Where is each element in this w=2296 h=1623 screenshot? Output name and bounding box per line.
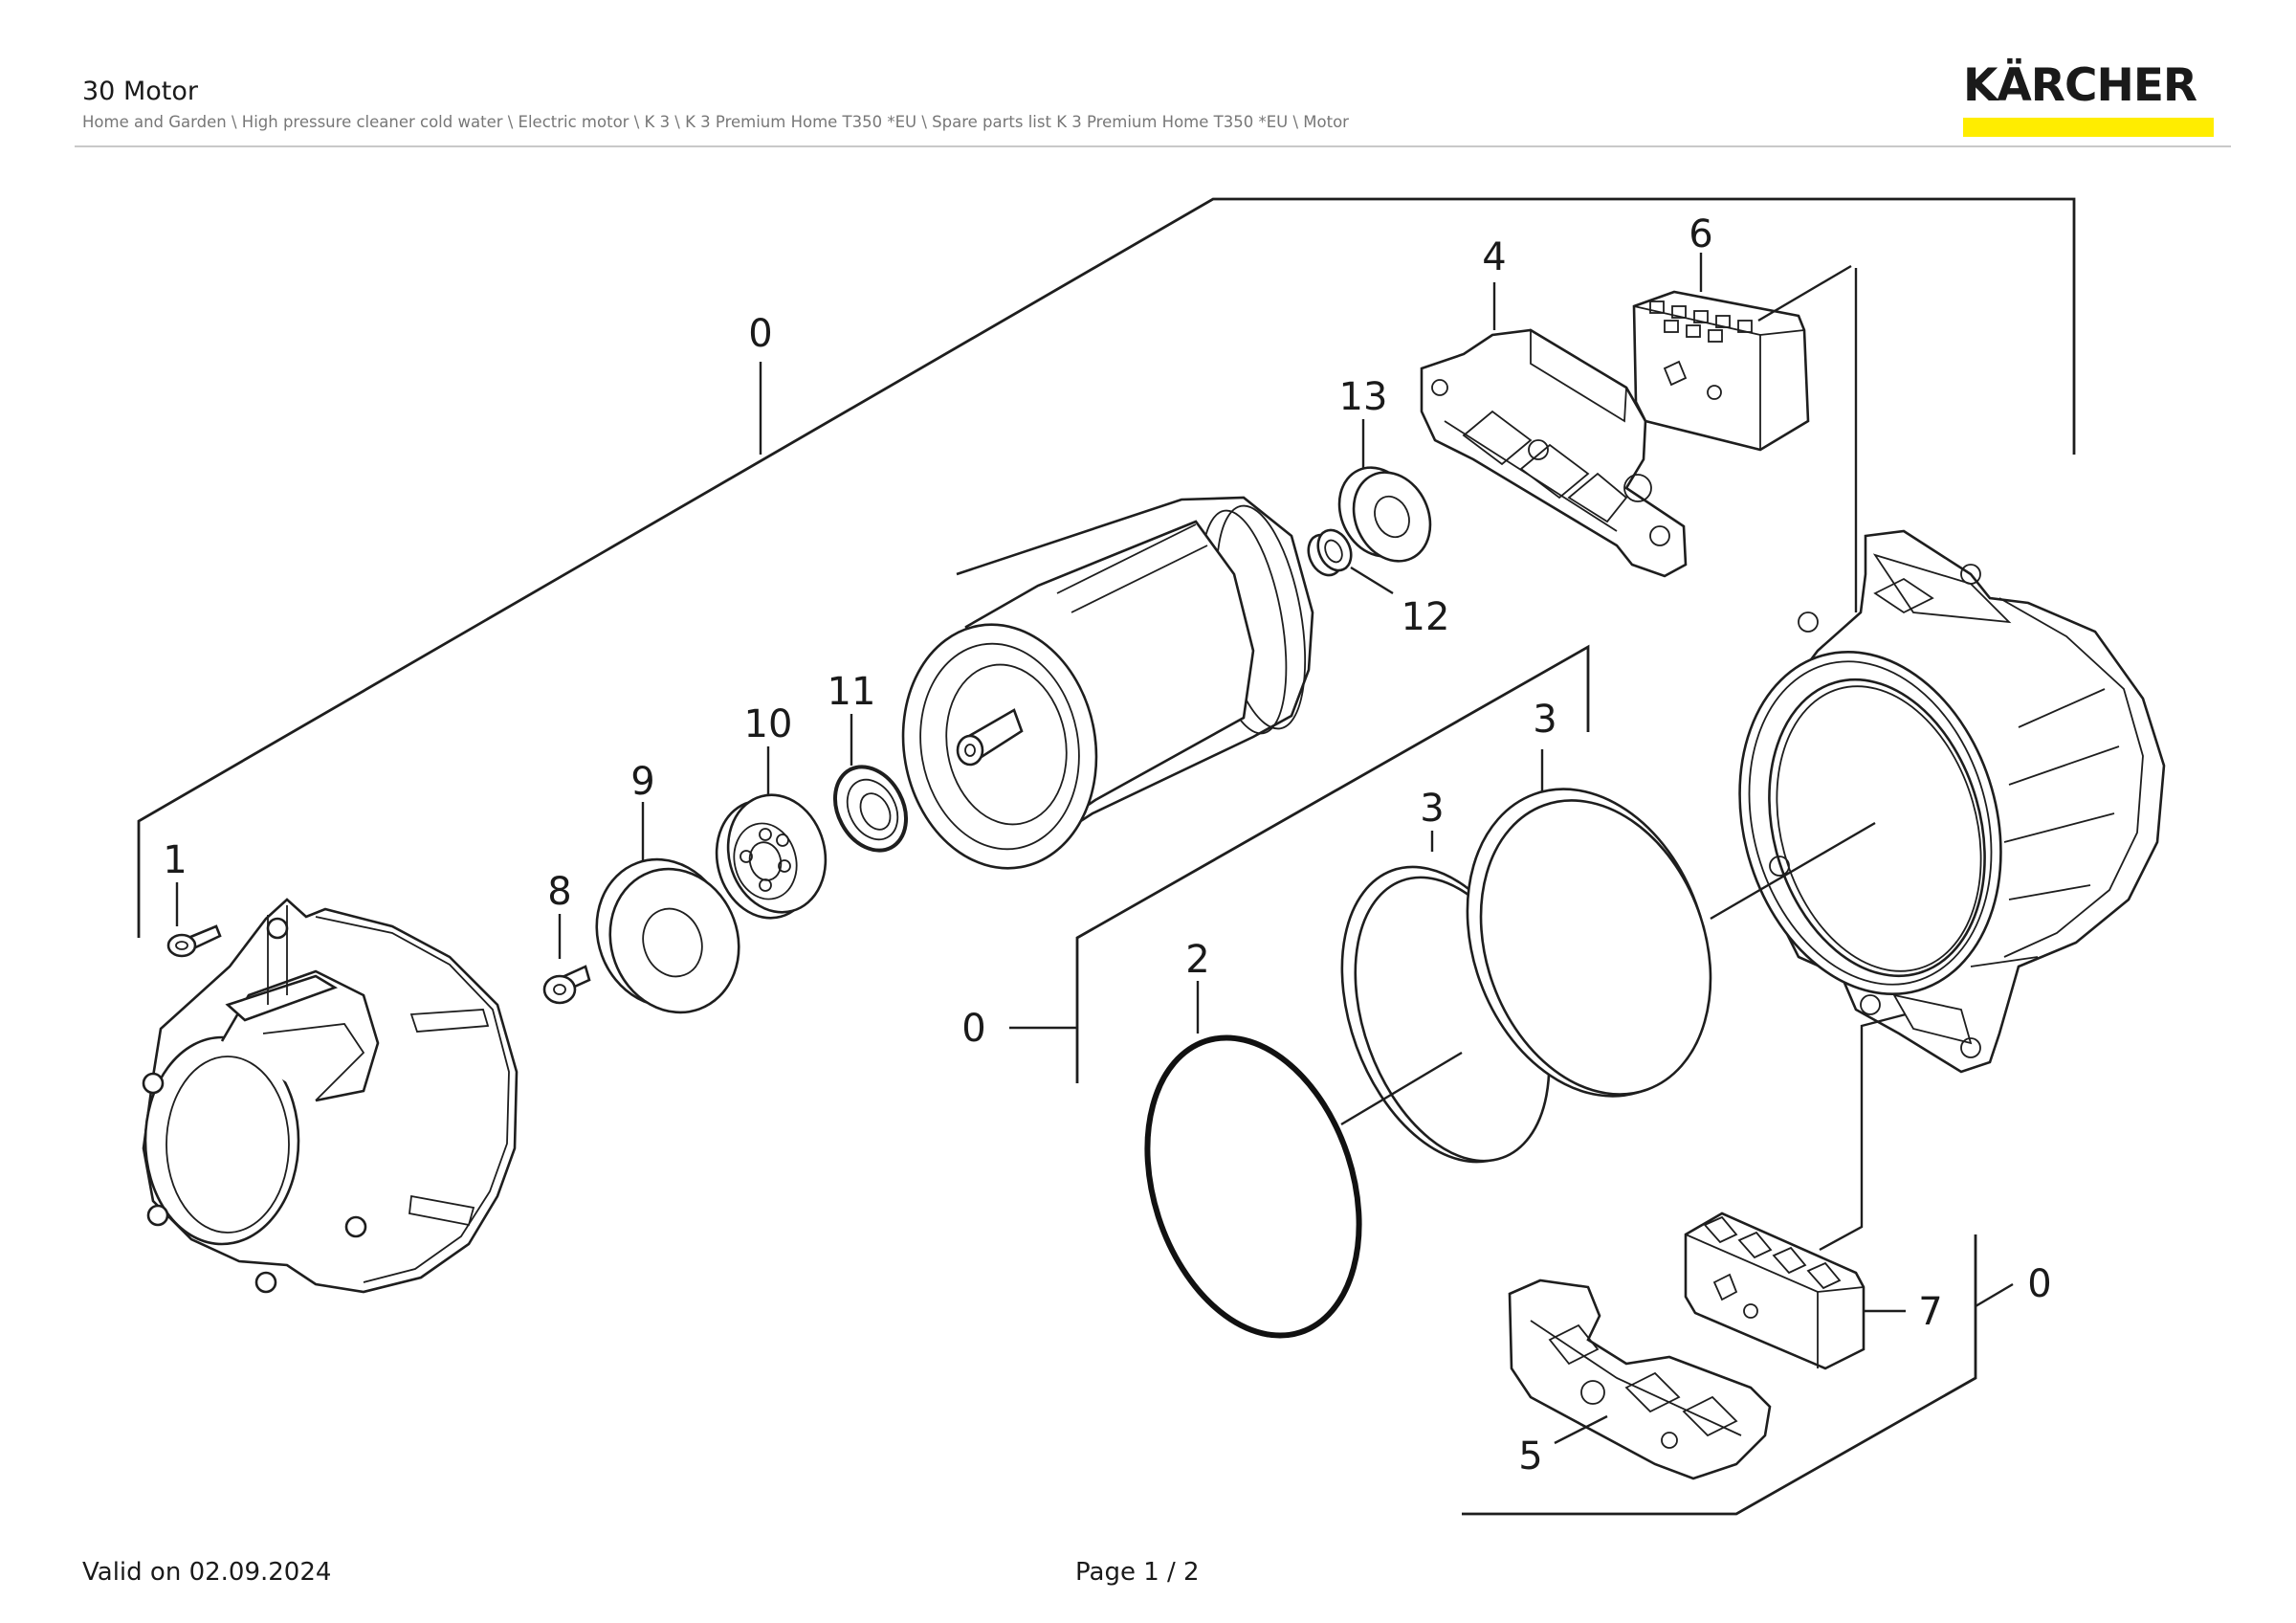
end-shield-part [142,898,519,1294]
part-4-brush-plate [1420,282,1688,578]
label-part-8: 8 [547,870,571,914]
label-part-7: 7 [1918,1290,1942,1334]
header-divider [75,145,2231,147]
label-part-5: 5 [1518,1434,1542,1478]
label-part-9: 9 [630,760,654,804]
part-10-ball-bearing [715,746,828,920]
label-part-0-middle: 0 [961,1007,985,1051]
label-part-6: 6 [1689,212,1712,256]
label-part-11: 11 [828,670,876,714]
part-11-seal-ring [833,714,908,853]
breadcrumb: Home and Garden \ High pressure cleaner … [82,113,1349,131]
page-number: Page 1 / 2 [1075,1558,1200,1587]
label-part-10: 10 [744,702,793,746]
part-7-brush-block [1684,1212,1906,1370]
label-part-0-right: 0 [2027,1262,2051,1306]
label-part-4: 4 [1482,235,1506,279]
label-part-0-top: 0 [748,312,772,356]
part-2-o-ring [1144,981,1362,1339]
brand-logo-text: KÄRCHER [1963,59,2197,112]
valid-date: Valid on 02.09.2024 [82,1558,332,1587]
label-part-3-inner: 3 [1420,787,1444,831]
part-5-brush-plate [1508,1278,1772,1480]
label-part-13: 13 [1339,375,1388,419]
part-9-shaft-seal [595,802,740,1014]
part-12-bushing [1307,528,1394,595]
part-8-screw [542,914,591,1005]
part-6-brush-block [1632,253,1852,452]
bracket-main-assembly [137,197,2076,938]
brand-logo-bar [1963,118,2214,137]
label-part-1: 1 [163,838,187,882]
label-part-2: 2 [1185,938,1209,982]
part-3-o-rings [1340,749,1712,1164]
part-13-bearing [1337,419,1432,563]
bracket-seal-group [1075,644,1590,1083]
leader-0c [1975,1282,2014,1308]
page-title: 30 Motor [82,77,198,106]
label-part-3-outer: 3 [1533,698,1556,742]
motor-stator-part [901,496,1314,870]
label-part-12: 12 [1402,595,1450,639]
part-1-screw [166,882,222,958]
brand-logo: KÄRCHER [1963,63,2214,137]
motor-housing-part [1710,268,2166,1252]
